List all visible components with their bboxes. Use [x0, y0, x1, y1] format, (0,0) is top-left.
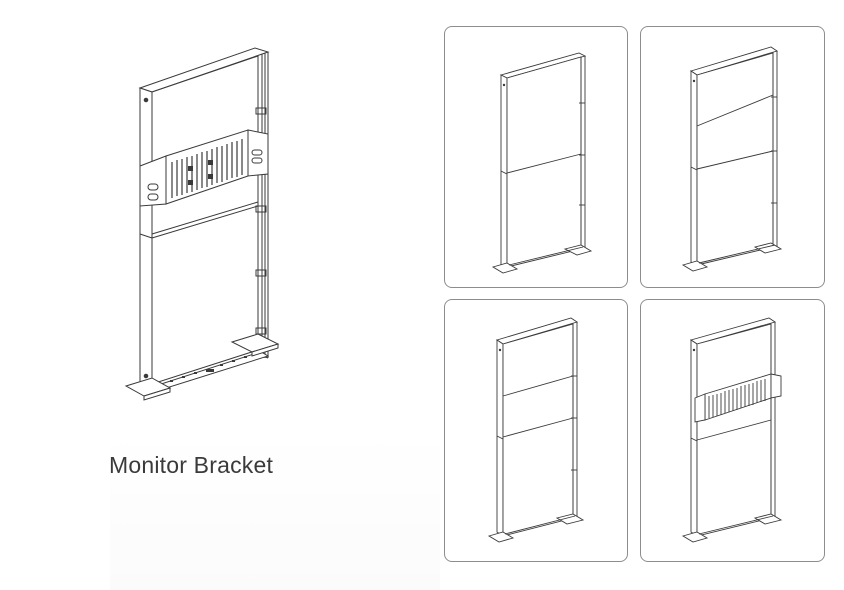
stand-with-monitor-bracket-icon — [124, 47, 280, 401]
panel-1 — [444, 26, 628, 288]
hero-stand-drawing — [100, 38, 310, 418]
panel-4 — [640, 299, 825, 562]
stand-two-crossbars-icon — [487, 317, 585, 543]
stand-one-crossbar-icon — [491, 52, 593, 274]
background-fade — [110, 430, 440, 590]
panel-3 — [444, 299, 628, 562]
stand-angled-and-crossbar-icon — [681, 46, 783, 272]
stand-bracket-icon — [681, 317, 783, 543]
hero-caption: Monitor Bracket — [109, 452, 274, 478]
panel-2 — [640, 26, 825, 288]
